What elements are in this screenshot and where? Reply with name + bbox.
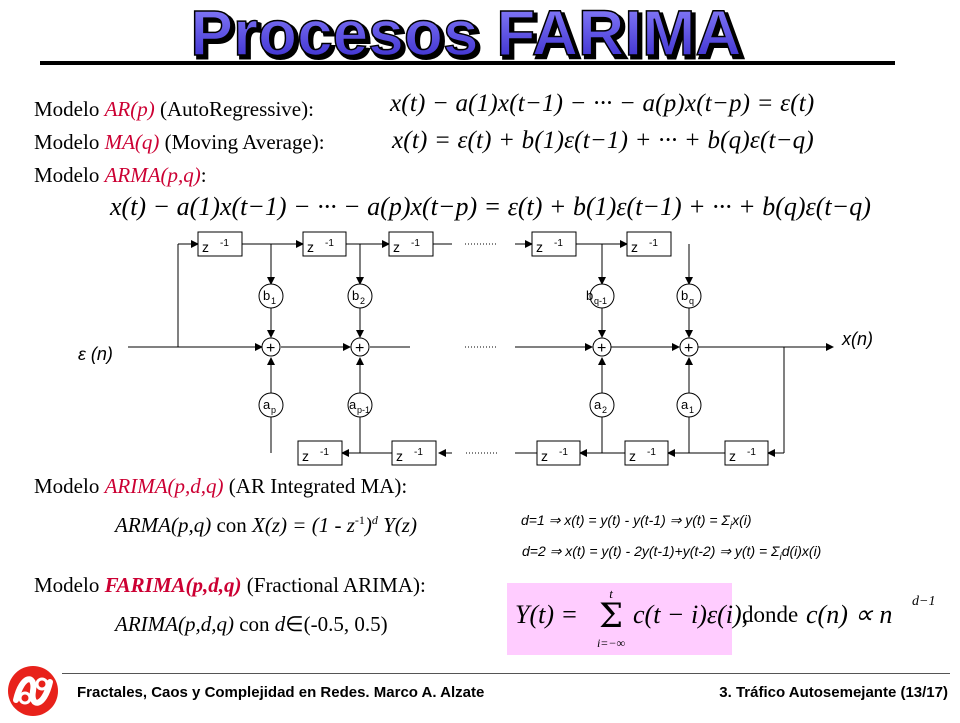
svg-text:z: z: [393, 239, 400, 255]
delay-box: z -1: [388, 231, 434, 257]
svg-text:+: +: [355, 340, 364, 357]
delay-box: z -1: [391, 440, 437, 466]
model-farima-line: Modelo FARIMA(p,d,q) (Fractional ARIMA):: [34, 573, 426, 597]
svg-text:-1: -1: [649, 238, 658, 249]
d2-case: d=2 ⇒ x(t) = y(t) - 2y(t-1)+y(t-2) ⇒ y(t…: [522, 543, 822, 563]
svg-text:a: a: [681, 397, 689, 412]
footer-course: Fractales, Caos y Complejidad en Redes. …: [77, 684, 485, 701]
adder-3: +: [592, 337, 612, 357]
svg-text:p: p: [271, 405, 276, 415]
svg-text:z: z: [541, 448, 548, 464]
svg-text:-1: -1: [320, 447, 329, 458]
model-ma-line: Modelo MA(q) (Moving Average):: [34, 130, 325, 154]
svg-text:q-1: q-1: [594, 296, 607, 306]
farima-definition: ARIMA(p,d,q) con d∈(-0.5, 0.5): [115, 612, 388, 636]
footer-divider: [62, 673, 950, 674]
svg-text:Procesos FARIMA: Procesos FARIMA: [193, 0, 744, 68]
title-text: Procesos FARIMA: [190, 0, 741, 68]
farima-formula-box: [507, 583, 732, 655]
delay-box: z -1: [536, 440, 581, 466]
farima-formula-tail: [732, 587, 944, 651]
svg-text:+: +: [597, 340, 606, 357]
adder-2: +: [350, 337, 370, 357]
arma-equation: x(t) − a(1)x(t−1) − ··· − a(p)x(t−p) = ε…: [110, 192, 871, 221]
svg-text:-1: -1: [325, 238, 334, 249]
delay-box: z -1: [297, 440, 343, 466]
delay-box: z -1: [531, 231, 577, 257]
delay-box: z -1: [302, 231, 347, 257]
svg-text:a: a: [263, 397, 271, 412]
svg-text:+: +: [684, 340, 693, 357]
svg-text:z: z: [729, 448, 736, 464]
ar-equation: x(t) − a(1)x(t−1) − ··· − a(p)x(t−p) = ε…: [390, 90, 815, 117]
ma-equation: x(t) = ε(t) + b(1)ε(t−1) + ··· + b(q)ε(t…: [392, 127, 814, 154]
svg-text:z: z: [631, 239, 638, 255]
svg-text:-1: -1: [220, 238, 229, 249]
svg-text:p-1: p-1: [357, 405, 370, 415]
svg-text:+: +: [266, 340, 275, 357]
svg-text:-1: -1: [554, 238, 563, 249]
model-arima-line: Modelo ARIMA(p,d,q) (AR Integrated MA):: [34, 474, 408, 498]
svg-text:b: b: [263, 288, 270, 303]
adder-4: +: [679, 337, 699, 357]
farima-formula: Y(t) = t Σ i=−∞ c(t − i)ε(i), donde c(n)…: [515, 586, 936, 650]
svg-text:b: b: [352, 288, 359, 303]
input-label: ε (n): [78, 344, 113, 364]
model-arma-line: Modelo ARMA(p,q):: [34, 163, 207, 187]
svg-text:-1: -1: [559, 447, 568, 458]
svg-text:1: 1: [271, 296, 276, 306]
svg-text:z: z: [202, 239, 209, 255]
model-ar-line: Modelo AR(p) (AutoRegressive):: [34, 97, 314, 121]
svg-text:1: 1: [689, 405, 694, 415]
arima-definition: ARMA(p,q) con X(z) = (1 - z-1)d Y(z): [115, 513, 417, 537]
svg-text:a: a: [594, 397, 602, 412]
d1-case: d=1 ⇒ x(t) = y(t) - y(t-1) ⇒ y(t) = Σix(…: [521, 512, 752, 532]
svg-text:z: z: [536, 239, 543, 255]
footer-page: 3. Tráfico Autosemejante (13/17): [719, 684, 948, 701]
svg-text:-1: -1: [411, 238, 420, 249]
svg-text:a: a: [349, 397, 357, 412]
university-logo: [6, 664, 60, 718]
svg-text:-1: -1: [747, 447, 756, 458]
svg-text:b: b: [681, 288, 688, 303]
svg-text:-1: -1: [414, 447, 423, 458]
svg-text:z: z: [307, 239, 314, 255]
delay-box: z -1: [724, 440, 769, 466]
output-label: x(n): [841, 329, 873, 349]
delay-box: z -1: [626, 231, 672, 257]
adder-1: +: [261, 337, 281, 357]
delay-box: z -1: [624, 440, 669, 466]
svg-text:2: 2: [360, 296, 365, 306]
svg-text:q: q: [689, 296, 694, 306]
svg-text:-1: -1: [647, 447, 656, 458]
delay-box: z -1: [197, 231, 243, 257]
svg-text:z: z: [302, 448, 309, 464]
slide-title: Procesos FARIMA Procesos FARIMA: [0, 0, 960, 68]
svg-text:z: z: [629, 448, 636, 464]
svg-text:b: b: [586, 288, 593, 303]
svg-text:2: 2: [602, 405, 607, 415]
svg-text:z: z: [396, 448, 403, 464]
